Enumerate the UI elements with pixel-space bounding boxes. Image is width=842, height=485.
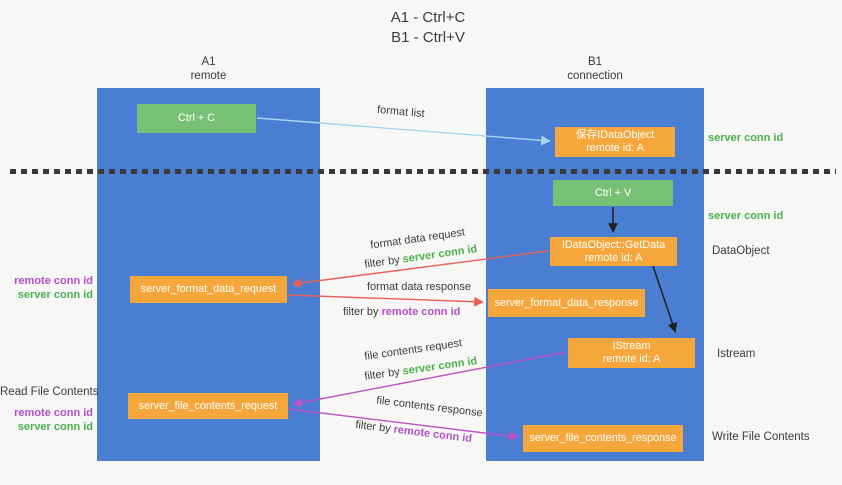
- lane-b-header: B1 connection: [486, 55, 704, 83]
- side-label-server-conn-id-1: server conn id: [17, 289, 93, 301]
- lane-a-header: A1 remote: [97, 55, 320, 83]
- node-ctrl-v: Ctrl + V: [553, 180, 673, 206]
- side-label-server-conn-id-mid: server conn id: [708, 210, 784, 222]
- edge-label-format-data-response: format data response: [367, 281, 471, 293]
- title-line-2: B1 - Ctrl+V: [391, 29, 465, 46]
- node-ctrl-c: Ctrl + C: [137, 104, 256, 133]
- filter-key-remote-conn-id: remote conn id: [392, 423, 473, 446]
- node-format-response-label: server_format_data_response: [494, 296, 639, 309]
- dashed-separator-line: [10, 169, 836, 174]
- node-ctrl-c-label: Ctrl + C: [178, 112, 215, 124]
- side-label-istream: Istream: [717, 348, 756, 360]
- node-save-idataobject-subtitle: remote id: A: [586, 142, 644, 154]
- node-format-request-label: server_format_data_request: [140, 283, 277, 295]
- side-label-dataobject: DataObject: [712, 245, 770, 257]
- title-line-1: A1 - Ctrl+C: [390, 9, 466, 26]
- side-label-server-conn-id-top: server conn id: [708, 132, 784, 144]
- side-label-write-file-contents: Write File Contents: [712, 431, 810, 443]
- node-server-file-contents-request: server_file_contents_request: [128, 393, 288, 419]
- filter-key-server-conn-id: server conn id: [401, 355, 479, 378]
- node-server-format-data-request: server_format_data_request: [130, 276, 287, 303]
- lane-b-name: B1: [587, 56, 603, 68]
- side-label-server-conn-id-2: server conn id: [17, 421, 93, 433]
- node-idataobject-getdata: IDataObject::GetData remote id: A: [550, 237, 677, 266]
- node-istream: IStream remote id: A: [568, 338, 695, 368]
- node-server-file-contents-response: server_file_contents_response: [523, 425, 683, 452]
- diagram-title: A1 - Ctrl+C B1 - Ctrl+V: [328, 8, 528, 48]
- node-getdata-title: IDataObject::GetData: [561, 238, 666, 251]
- node-save-idataobject-title: 保存IDataObject: [575, 129, 655, 141]
- edge-label-filter-remote-conn-id-2: filter by remote conn id: [355, 419, 473, 445]
- lane-a-name: A1: [201, 56, 216, 68]
- node-server-format-data-response: server_format_data_response: [488, 289, 645, 317]
- node-istream-subtitle: remote id: A: [602, 353, 661, 365]
- side-label-remote-conn-id-1: remote conn id: [14, 275, 93, 287]
- side-label-read-file-contents: Read File Contents: [0, 386, 99, 398]
- lane-b-subtitle: connection: [567, 70, 623, 82]
- node-ctrl-v-label: Ctrl + V: [594, 186, 632, 199]
- node-file-request-label: server_file_contents_request: [138, 399, 278, 412]
- filter-prefix: filter by: [363, 253, 404, 271]
- edge-label-format-list: format list: [376, 103, 426, 121]
- filter-prefix: filter by: [363, 365, 404, 383]
- node-getdata-subtitle: remote id: A: [584, 251, 643, 264]
- side-label-remote-conn-id-2: remote conn id: [14, 407, 93, 419]
- filter-key-remote-conn-id: remote conn id: [381, 306, 461, 318]
- edge-label-file-contents-response: file contents response: [375, 394, 484, 420]
- edge-label-filter-remote-conn-id-1: filter by remote conn id: [343, 306, 460, 318]
- node-file-response-label: server_file_contents_response: [529, 432, 677, 444]
- filter-prefix: filter by: [343, 306, 382, 318]
- node-save-idataobject: 保存IDataObject remote id: A: [555, 127, 675, 157]
- filter-prefix: filter by: [354, 418, 395, 436]
- node-istream-title: IStream: [612, 340, 651, 352]
- lane-a-subtitle: remote: [190, 70, 227, 82]
- filter-key-server-conn-id: server conn id: [401, 243, 479, 266]
